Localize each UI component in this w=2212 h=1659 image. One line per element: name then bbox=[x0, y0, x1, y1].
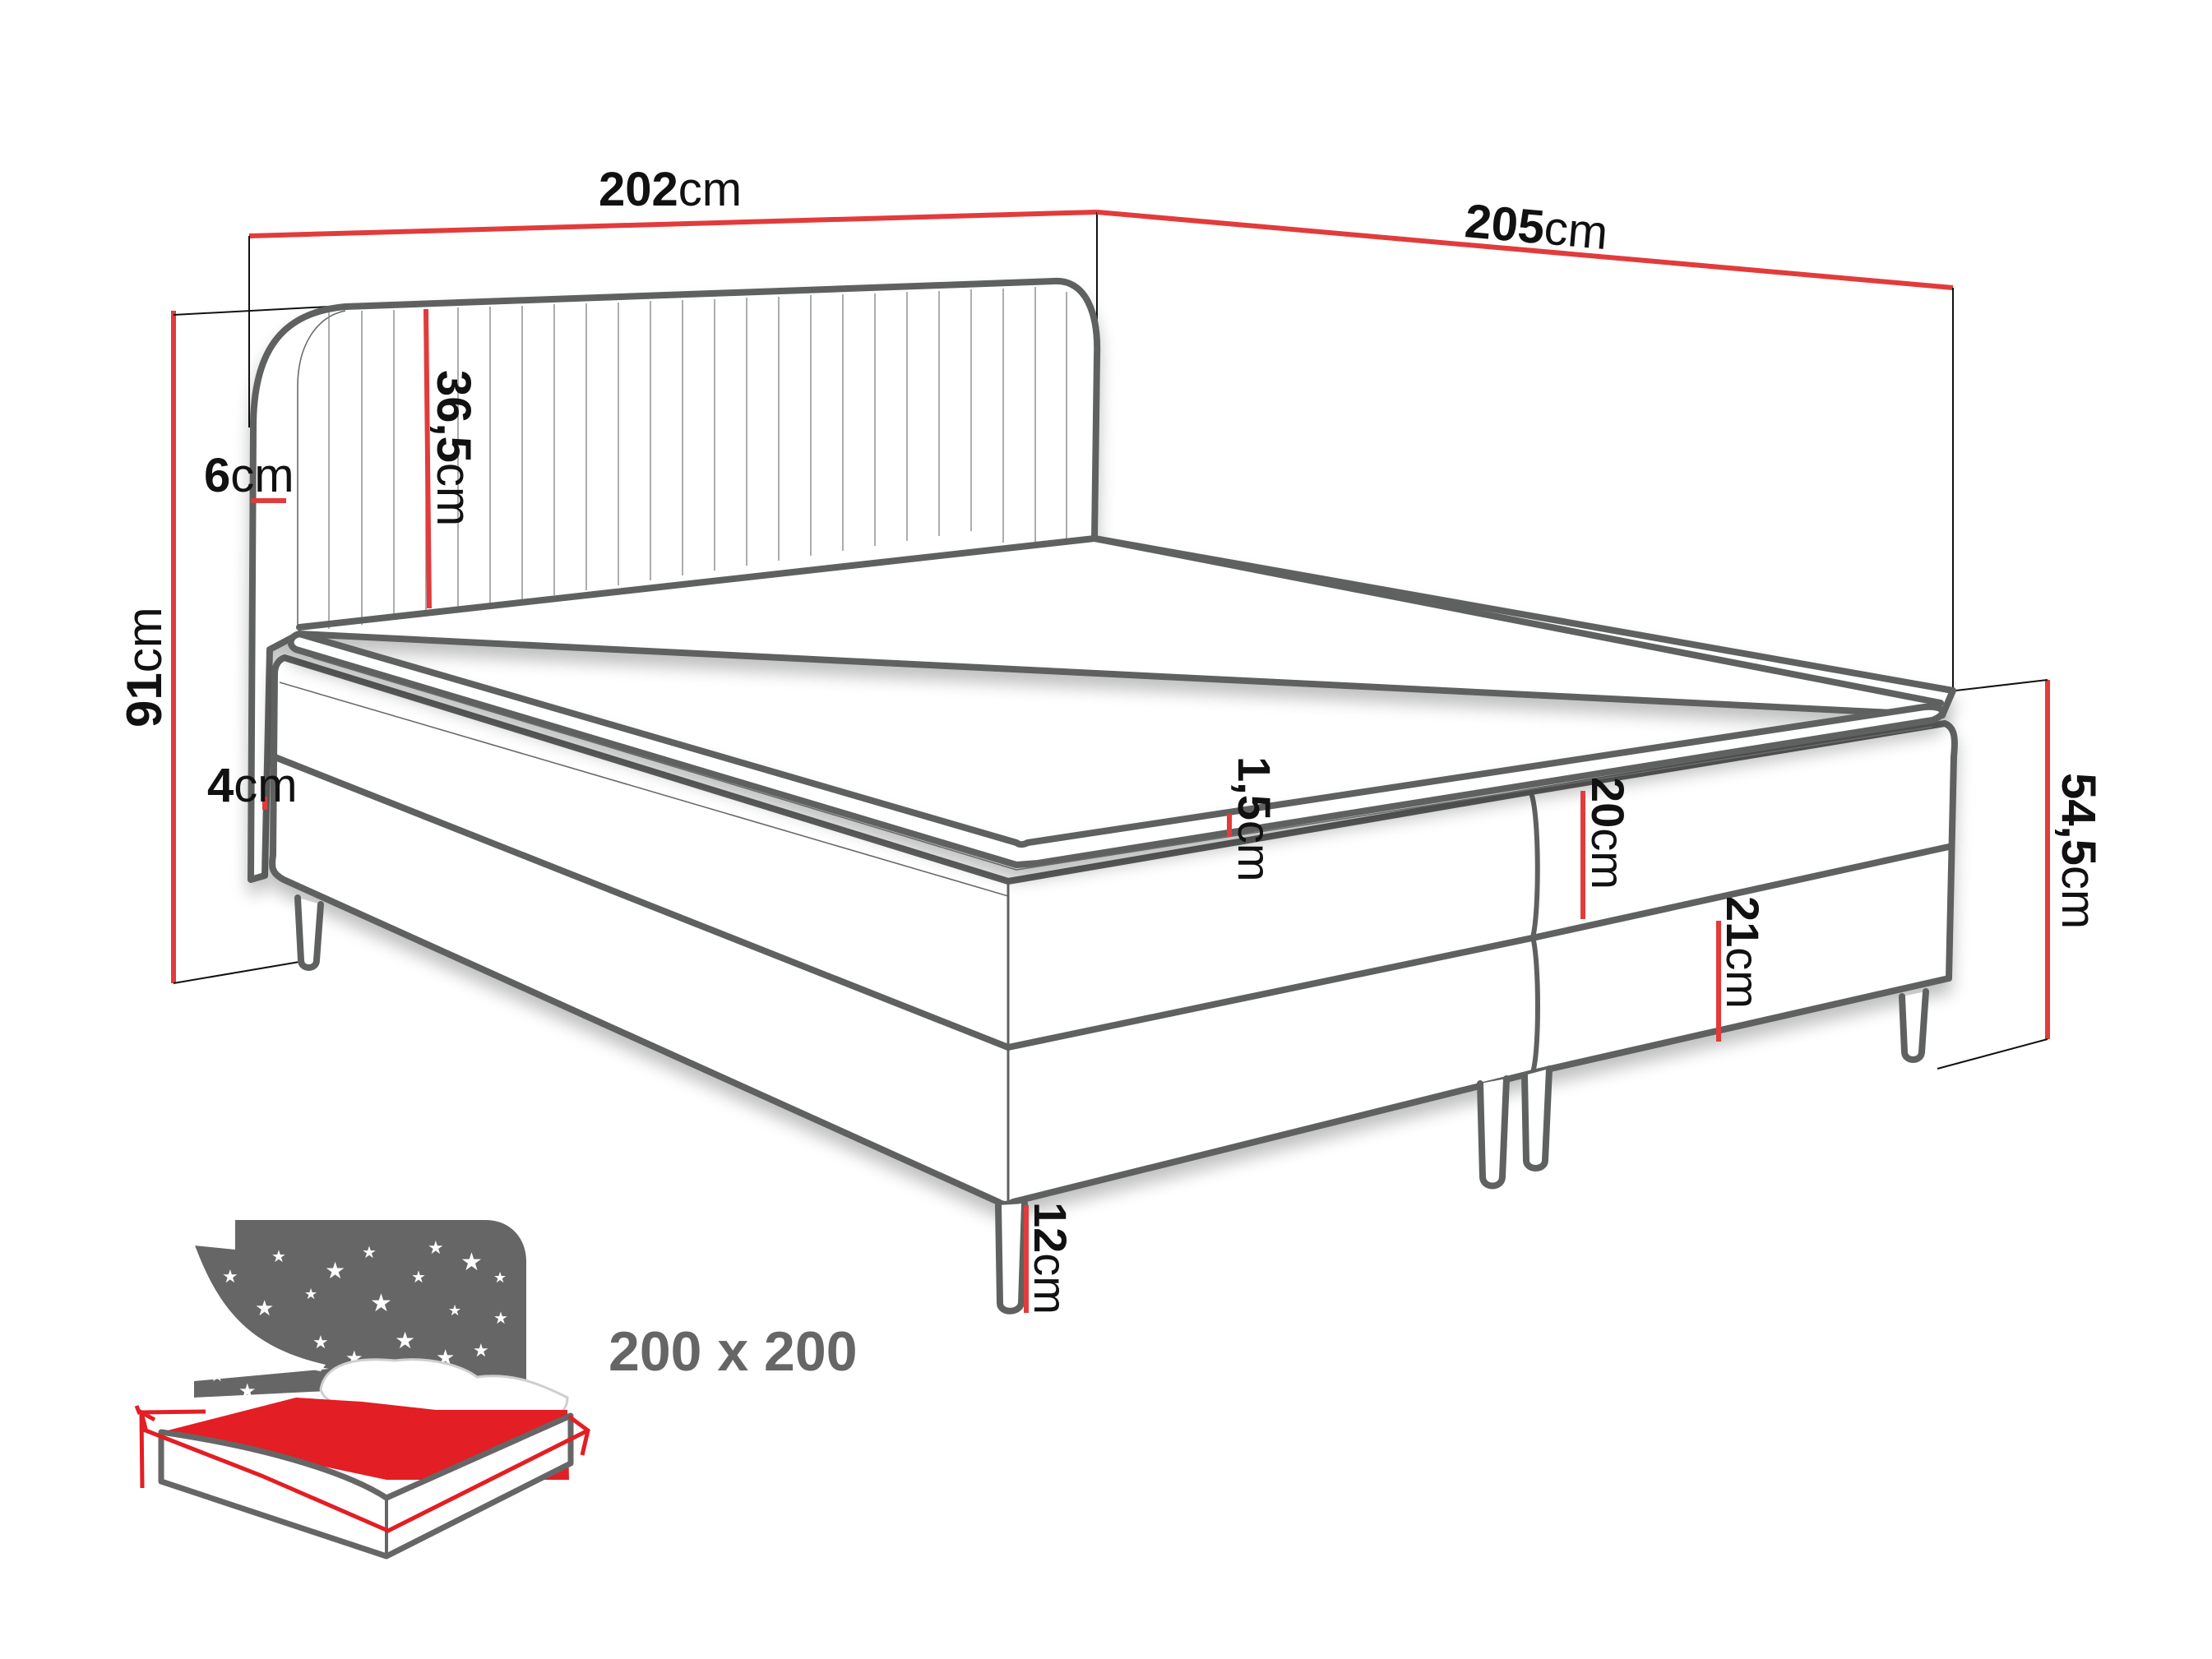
stars: ★★ ★★ ★★ ★★ ★★ ★★ ★★ ★★ ★★ ★★ ★★ bbox=[210, 1237, 508, 1418]
bed-night-icon: ★★ ★★ ★★ ★★ ★★ ★★ ★★ ★★ ★★ ★★ ★★ bbox=[134, 1220, 590, 1560]
svg-text:★: ★ bbox=[460, 1249, 483, 1276]
svg-text:★: ★ bbox=[370, 1290, 392, 1317]
mattress-height-label: 20cm bbox=[1582, 777, 1634, 890]
svg-text:★: ★ bbox=[312, 1332, 329, 1352]
bed-legs bbox=[294, 894, 1929, 1315]
svg-text:★: ★ bbox=[362, 1244, 377, 1262]
leg-center-1 bbox=[1477, 1075, 1510, 1190]
box-height-label: 21cm bbox=[1717, 896, 1769, 1009]
sleeping-height-label: 54,5cm bbox=[2052, 773, 2105, 929]
svg-text:★: ★ bbox=[428, 1237, 444, 1258]
leg-right bbox=[1899, 988, 1929, 1063]
total-height-dimension bbox=[171, 305, 345, 984]
svg-text:★: ★ bbox=[493, 1269, 507, 1286]
leg-height-label: 12cm bbox=[1025, 1202, 1076, 1315]
svg-text:★: ★ bbox=[304, 1286, 317, 1302]
headboard-ribs bbox=[297, 287, 1067, 629]
headboard-height-line bbox=[423, 308, 432, 609]
total-height-label: 91cm bbox=[117, 607, 172, 728]
length-label: 205cm bbox=[1463, 194, 1610, 260]
svg-text:★: ★ bbox=[271, 1248, 286, 1266]
svg-text:★: ★ bbox=[395, 1329, 415, 1354]
side-thickness-label: 4cm bbox=[207, 759, 298, 812]
svg-text:★: ★ bbox=[411, 1269, 426, 1287]
svg-text:★: ★ bbox=[255, 1296, 274, 1320]
svg-text:★: ★ bbox=[493, 1310, 508, 1328]
svg-text:★: ★ bbox=[222, 1266, 238, 1287]
leg-back-left bbox=[294, 894, 324, 971]
bed-drawing bbox=[248, 277, 1958, 1315]
svg-text:★: ★ bbox=[210, 1367, 224, 1385]
svg-text:★: ★ bbox=[325, 1259, 345, 1284]
length-dimension bbox=[1096, 210, 1954, 689]
topper-height-label: 1,5cm bbox=[1229, 756, 1280, 882]
mattress-topper bbox=[287, 631, 1946, 868]
svg-text:★: ★ bbox=[238, 1381, 257, 1403]
svg-text:★: ★ bbox=[473, 1340, 489, 1361]
svg-text:★: ★ bbox=[448, 1302, 461, 1319]
inner-dimension-marks bbox=[251, 308, 1721, 1313]
svg-text:★: ★ bbox=[222, 1335, 235, 1352]
leg-front bbox=[995, 1200, 1028, 1315]
headboard-thickness-label: 6cm bbox=[204, 449, 294, 502]
sleeping-height-dimension bbox=[1937, 679, 2050, 1070]
mattress-size-label: 200 x 200 bbox=[609, 1320, 858, 1383]
width-label: 202cm bbox=[599, 163, 742, 216]
leg-center-2 bbox=[1521, 1065, 1553, 1171]
headboard-height-label: 36,5cm bbox=[427, 370, 480, 526]
